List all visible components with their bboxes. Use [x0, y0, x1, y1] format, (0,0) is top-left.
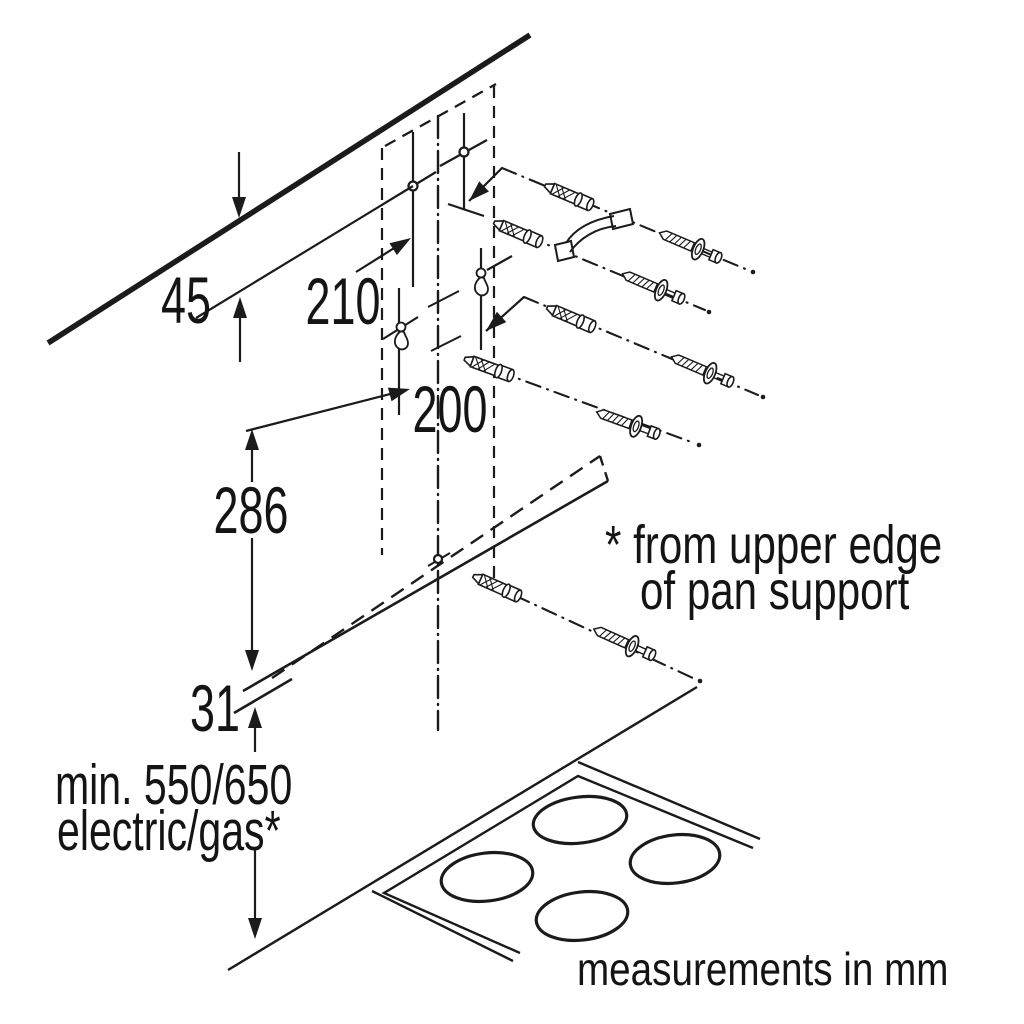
min-clearance-line2: electric/gas*	[57, 799, 281, 863]
dimension-shafts	[237, 152, 257, 921]
min-clearance-line1: min. 550/650	[55, 753, 293, 817]
dim-286-label: 286	[213, 473, 289, 547]
cooktop	[227, 685, 761, 972]
dim-210-leader	[355, 244, 400, 273]
arrowhead	[248, 918, 262, 939]
arrowhead	[233, 297, 247, 318]
arrowhead	[232, 197, 246, 218]
arrowhead	[387, 387, 410, 402]
mounting-bracket	[553, 207, 635, 263]
upper-drill-hole-right	[439, 113, 488, 218]
dimension-arrowheads	[232, 181, 507, 939]
footnote-line2: of pan support	[640, 561, 910, 621]
dim-45-label: 45	[161, 263, 211, 337]
center-drill-mark	[427, 552, 451, 567]
arrowhead	[469, 181, 489, 201]
arrowhead	[389, 238, 411, 256]
upper-drill-hole-left	[407, 132, 437, 287]
burners	[439, 794, 722, 943]
dim-210-label: 210	[305, 264, 381, 338]
units-note: measurements in mm	[577, 943, 949, 995]
mounting-plate-outline	[380, 83, 497, 587]
hanging-hook-right	[473, 248, 513, 350]
axis-end-dots	[696, 269, 766, 684]
dim-31-label: 31	[190, 671, 240, 745]
ceiling-line	[46, 32, 532, 346]
arrowhead	[245, 429, 259, 450]
upper-reference-line	[195, 185, 414, 319]
dim-200-label: 200	[412, 372, 488, 446]
arrowhead	[486, 311, 507, 331]
arrowhead	[245, 650, 259, 671]
arrowhead	[248, 707, 262, 728]
hood-outline	[233, 455, 610, 715]
centerline-ticks	[427, 290, 462, 352]
cooktop-left-edge-line	[227, 685, 698, 972]
footnote-line1: * from upper edge	[605, 515, 943, 575]
dim-200-line	[245, 390, 399, 433]
